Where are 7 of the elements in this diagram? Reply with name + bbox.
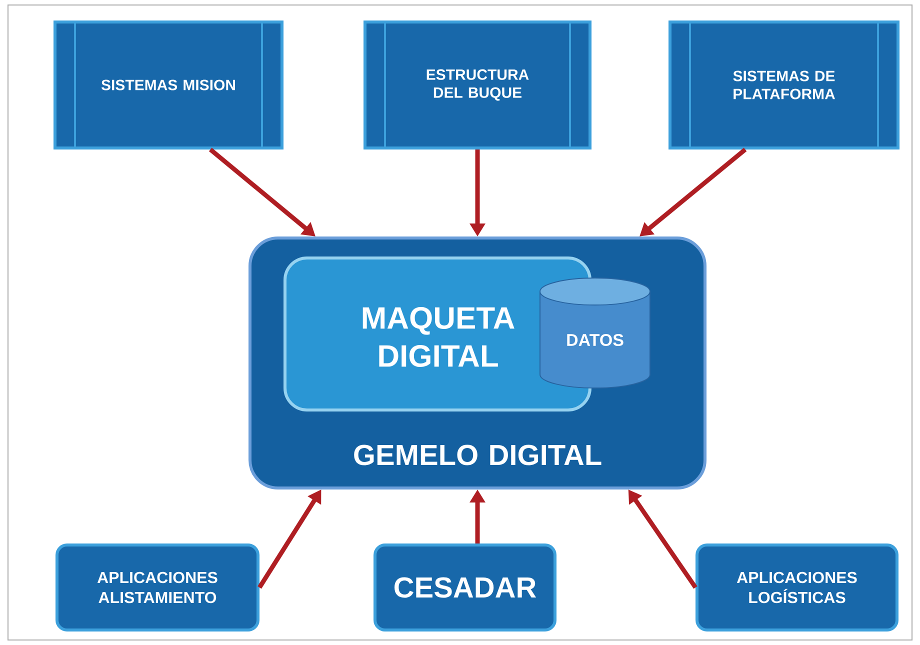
rounded-box: APLICACIONES ALISTAMIENTO (56, 544, 260, 632)
database-cylinder: DATOS (540, 278, 650, 388)
module-box: SISTEMAS DE PLATAFORMA (668, 20, 900, 150)
module-box: ESTRUCTURA DEL BUQUE (364, 20, 592, 150)
module-box: SISTEMAS MISION (54, 20, 284, 150)
rounded-box: APLICACIONES LOGÍSTICAS (696, 544, 899, 632)
rounded-box: CESADAR (374, 544, 556, 632)
